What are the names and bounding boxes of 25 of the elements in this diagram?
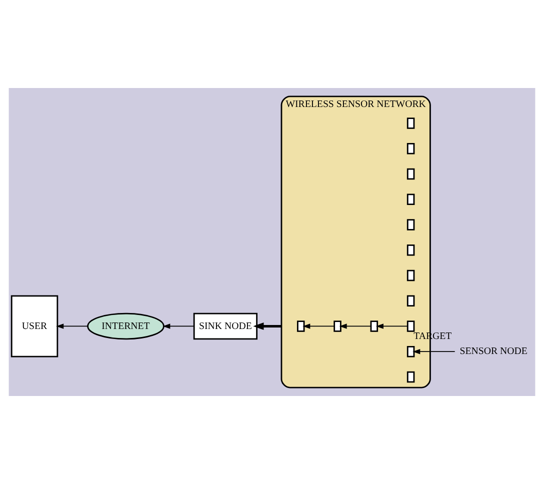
- node-ellipse: INTERNET: [87, 312, 164, 340]
- node-box: [406, 345, 415, 357]
- node-box: [406, 269, 415, 281]
- arrow: [253, 322, 282, 330]
- node-box: [406, 117, 415, 128]
- node-box: [406, 142, 415, 154]
- node-box: [296, 320, 305, 332]
- arrow: [56, 323, 88, 328]
- node-box: USER: [10, 294, 58, 357]
- node-box: [370, 320, 378, 332]
- node-box: [406, 168, 415, 180]
- node-box: [334, 320, 342, 332]
- arrow: [162, 323, 194, 328]
- node-box: [406, 193, 415, 204]
- arrow: [339, 323, 372, 328]
- arrow: [302, 323, 335, 328]
- node-box: [406, 370, 415, 382]
- node-box: [406, 320, 415, 332]
- node-text: SENSOR NODE: [460, 346, 528, 357]
- node-box: [406, 294, 415, 306]
- node-box: [406, 244, 415, 256]
- arrow: [376, 323, 408, 328]
- node-box: SINK NODE: [193, 312, 258, 340]
- node-box: [406, 218, 415, 230]
- arrow: [412, 348, 456, 354]
